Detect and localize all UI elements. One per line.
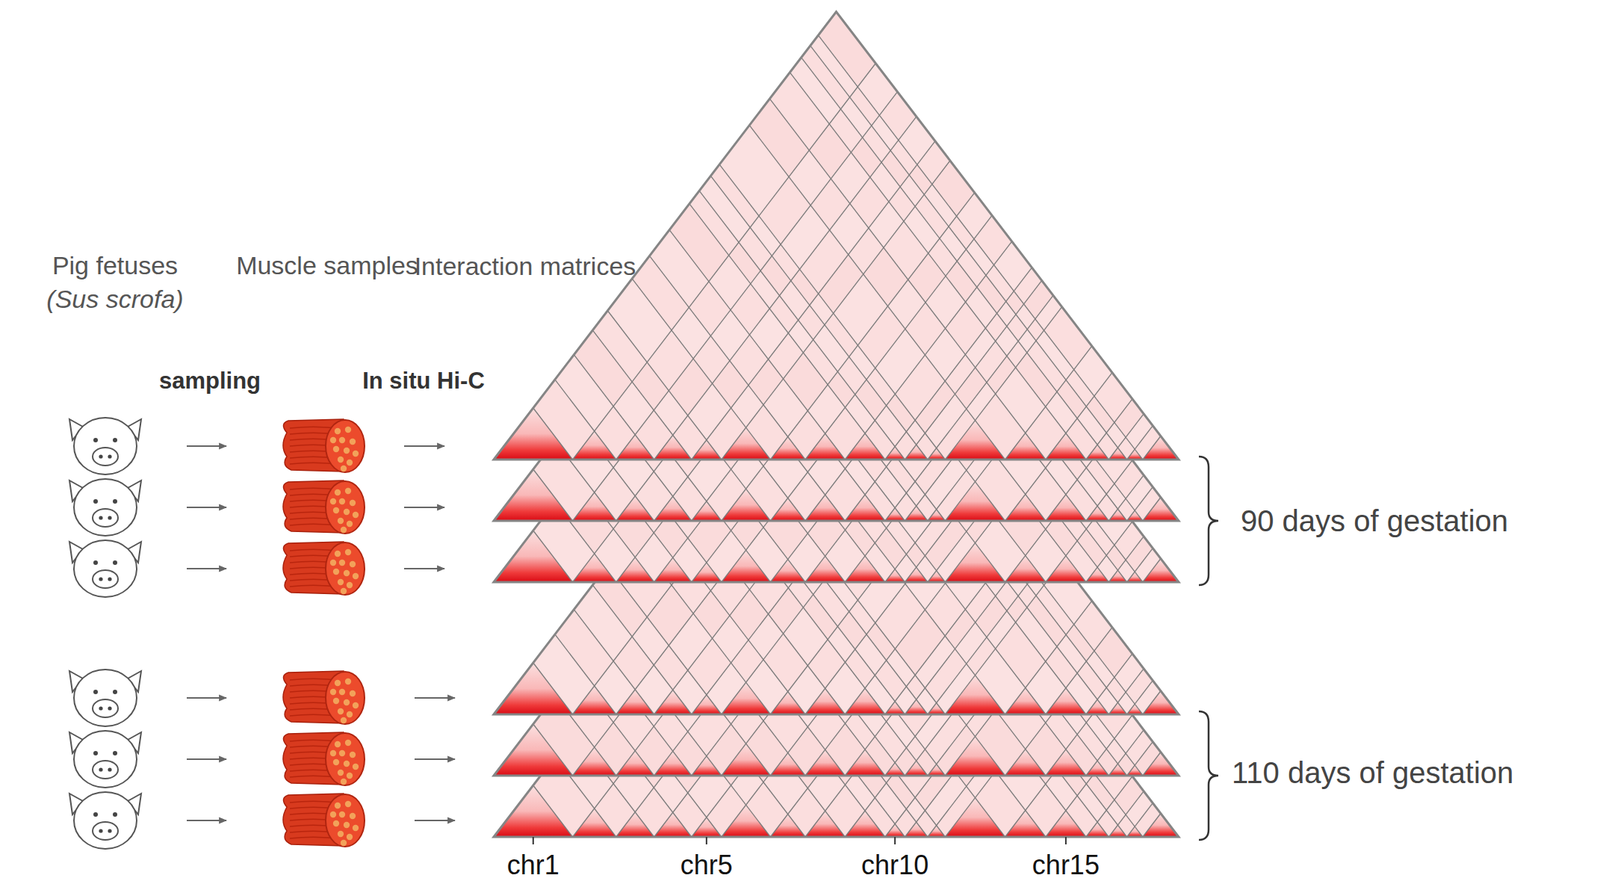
flow-arrow xyxy=(404,445,445,447)
chromosome-label: chr10 xyxy=(861,850,929,880)
interaction-matrix xyxy=(493,73,1179,521)
pig-icon xyxy=(69,417,142,475)
step-label: Muscle samples xyxy=(236,251,419,280)
chromosome-label: chr15 xyxy=(1032,850,1100,880)
flow-arrow xyxy=(414,696,455,699)
muscle-sample xyxy=(283,793,365,847)
interaction-matrix xyxy=(493,389,1179,837)
pig-icon xyxy=(69,791,142,849)
muscle-sample xyxy=(283,732,365,786)
muscle-sample xyxy=(283,541,365,595)
flow-arrow xyxy=(186,567,227,570)
flow-arrow xyxy=(186,819,227,821)
pig-icon xyxy=(69,669,142,727)
axis-tick xyxy=(705,836,708,845)
flow-arrow xyxy=(186,758,227,760)
pig-icon xyxy=(69,540,142,597)
interaction-matrix xyxy=(493,266,1179,715)
flow-arrow xyxy=(414,758,455,760)
flow-arrow xyxy=(186,506,227,508)
axis-tick xyxy=(1065,836,1067,845)
flow-arrow xyxy=(186,445,227,447)
group-label: 110 days of gestation xyxy=(1231,755,1514,789)
group-brace xyxy=(1198,711,1219,840)
muscle-sample xyxy=(283,419,365,473)
muscle-sample xyxy=(283,670,365,724)
interaction-matrix xyxy=(493,134,1179,582)
process-label: In situ Hi-C xyxy=(362,368,485,394)
subject-label: Pig fetuses xyxy=(52,251,178,280)
axis-tick xyxy=(894,836,896,845)
pig-icon xyxy=(69,730,142,788)
flow-arrow xyxy=(414,819,455,821)
interaction-matrix xyxy=(493,11,1179,460)
species-label: (Sus scrofa) xyxy=(46,285,184,313)
chromosome-label: chr5 xyxy=(680,850,733,880)
step-label: Interaction matrices xyxy=(414,252,637,281)
flow-arrow xyxy=(186,696,227,699)
process-label: sampling xyxy=(159,368,261,394)
flow-arrow xyxy=(404,567,445,570)
muscle-sample xyxy=(283,480,365,534)
group-brace xyxy=(1198,456,1219,585)
axis-tick xyxy=(532,836,535,845)
flow-arrow xyxy=(404,506,445,508)
chromosome-label: chr1 xyxy=(507,850,560,880)
pig-icon xyxy=(69,478,142,536)
group-label: 90 days of gestation xyxy=(1240,504,1509,538)
